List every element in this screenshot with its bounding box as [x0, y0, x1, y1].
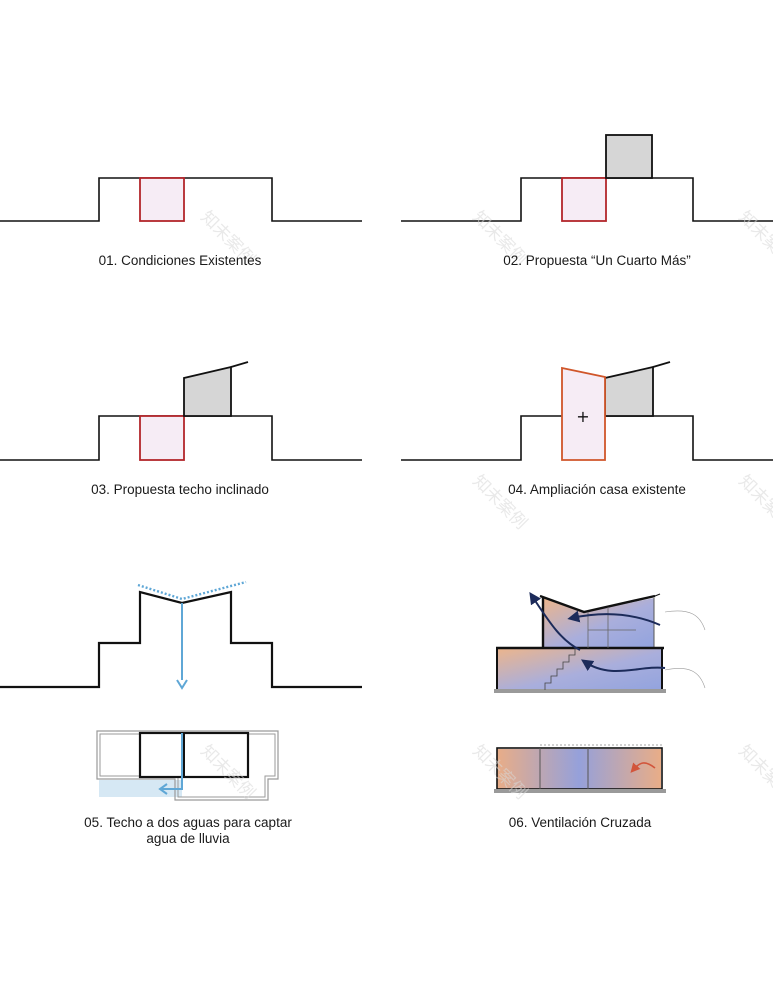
- diagram-04-extension: +: [401, 361, 773, 461]
- existing-room-01: [139, 177, 185, 222]
- extended-room-04: [561, 366, 606, 461]
- sloped-roof-line-04: [652, 361, 671, 368]
- diagram-01-existing: [0, 177, 362, 222]
- house-profile-01: [0, 177, 362, 222]
- rain-arrow-head: [176, 679, 188, 690]
- rain-tank-area: [99, 780, 182, 797]
- vent-roof: [539, 594, 656, 614]
- diagram-06-plan: [494, 744, 666, 793]
- plan-water-arrow-head: [158, 783, 168, 795]
- diagram-03-sloped-roof: [0, 361, 362, 461]
- vent-plan-ground: [494, 789, 666, 793]
- air-arrow-out: [529, 592, 581, 651]
- diagram-06-section: [494, 592, 706, 693]
- sloped-room-04: [604, 365, 654, 417]
- air-flow-faint-1: [664, 610, 706, 631]
- sloped-roof-line-03: [230, 361, 249, 368]
- air-flow-faint-2: [664, 668, 706, 689]
- warm-air-arrow: [630, 762, 656, 773]
- diagram-05-section: [0, 580, 362, 690]
- vent-eave-ext: [654, 593, 661, 597]
- vent-stair: [544, 648, 576, 690]
- caption-06: 06. Ventilación Cruzada: [508, 815, 652, 830]
- new-room-02: [605, 134, 653, 179]
- caption-05-line2: agua de lluvia: [146, 831, 230, 846]
- watermark-5: 知未案例: [734, 471, 773, 533]
- caption-01: 01. Condiciones Existentes: [98, 253, 262, 268]
- watermark-8: 知未案例: [734, 741, 773, 803]
- sloped-room-03: [183, 365, 232, 417]
- plus-sign: +: [576, 407, 589, 426]
- caption-03: 03. Propuesta techo inclinado: [91, 482, 269, 497]
- existing-room-02: [561, 177, 607, 222]
- caption-02: 02. Propuesta “Un Cuarto Más”: [503, 253, 691, 268]
- diagram-02-one-more-room: [401, 134, 773, 222]
- plan-outline-inner: [99, 733, 276, 798]
- plan-water-path: [162, 733, 183, 790]
- existing-room-03: [139, 415, 185, 461]
- caption-05-line1: 05. Techo a dos aguas para captar: [84, 815, 292, 830]
- vent-ground: [494, 689, 666, 693]
- watermark-4: 知未案例: [468, 471, 530, 533]
- plan-room-block: [138, 731, 250, 779]
- air-arrow-upper: [567, 610, 661, 626]
- vent-section-upper-fill: [543, 598, 654, 648]
- caption-04: 04. Ampliación casa existente: [508, 482, 686, 497]
- plan-outline-outer: [96, 730, 279, 801]
- air-arrow-lower: [581, 659, 666, 673]
- diagram-05-plan: [96, 730, 279, 801]
- caption-05: 05. Techo a dos aguas para captar agua d…: [8, 815, 368, 847]
